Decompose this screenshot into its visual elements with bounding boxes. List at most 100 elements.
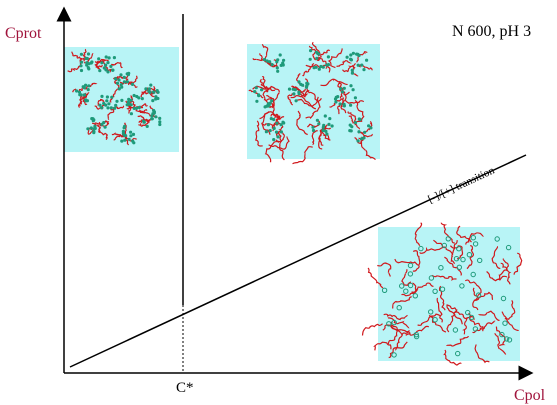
protein-coil [391,352,397,358]
complex-cluster [329,81,357,115]
protein-dot [158,120,162,124]
protein-dot [79,64,83,68]
protein-dot [357,53,361,58]
protein-dot [86,127,90,131]
polymer-chain [501,311,520,331]
polymer-chain [456,225,472,243]
protein-dot [260,88,264,92]
complex-cluster [94,88,125,120]
protein-dot [129,134,133,138]
protein-dot [140,97,144,101]
polymer-chain [405,325,430,336]
protein-dot [132,141,136,145]
protein-coil [470,235,476,241]
polymer-chain [464,279,482,296]
protein-coil [503,336,510,342]
polymer-chain [474,344,490,364]
protein-dot [328,117,332,121]
polymer-strand [341,64,356,73]
protein-coil [468,314,475,321]
protein-dot [338,102,342,106]
polymer-strand [318,129,324,146]
protein-dot [129,112,133,116]
protein-dot [279,123,283,127]
protein-dot [291,87,295,91]
protein-dot [323,114,327,118]
critical-point-label: C* [176,380,194,396]
polymer-strand [336,60,352,67]
protein-dot [253,90,257,94]
protein-dot [135,94,139,99]
polymer-chain [462,316,475,335]
protein-dot [268,129,272,133]
protein-dot [297,90,301,94]
polymer-strand [111,132,127,138]
complex-cluster [248,75,275,109]
protein-dot [339,87,343,91]
protein-dot [106,106,110,110]
protein-dot [353,96,357,100]
protein-dot [362,68,366,72]
polymer-chain [478,310,500,321]
protein-dot [357,130,361,134]
polymer-chain [513,252,523,275]
protein-dot [145,124,149,128]
protein-dot [365,58,369,62]
x-axis-label: Cpol [514,387,546,404]
protein-dot [349,129,353,133]
polymer-strand [109,88,118,103]
protein-dot [275,66,279,70]
protein-dot [132,106,136,110]
protein-dot [276,58,280,62]
protein-coil [407,262,414,269]
protein-dot [355,52,359,56]
protein-dot [358,117,362,122]
protein-dot [152,90,156,94]
protein-dot [311,128,316,133]
protein-dot [79,60,84,64]
polymer-chain [392,296,412,309]
protein-dot [315,118,319,122]
protein-dot [287,87,292,91]
protein-dot [334,100,338,104]
protein-dot [274,130,279,134]
protein-dot [254,86,258,90]
polymer-strand [84,82,98,90]
protein-dot [272,117,276,122]
transition-label: [-]/[+] transition [426,164,497,205]
protein-dot [117,87,121,91]
protein-coil [413,332,419,338]
protein-dot [351,51,355,55]
polymer-chain [428,314,447,333]
protein-dot [348,123,352,127]
protein-dot [134,106,139,110]
protein-dot [119,73,123,77]
protein-coil [396,305,402,311]
polymer-chain [259,111,285,121]
protein-dot [264,130,268,134]
polymer-chain [491,246,501,269]
protein-coil [453,256,460,262]
polymer-chain [438,285,446,311]
polymer-chain [440,222,455,244]
protein-dot [278,53,282,57]
protein-dot [262,57,267,62]
polymer-chain [387,317,410,329]
protein-dot [349,84,353,88]
protein-dot [148,90,152,94]
polymer-chain [472,320,496,334]
protein-dot [109,64,113,68]
protein-dot [120,98,124,102]
protein-coil [439,286,446,292]
protein-dot [92,127,96,131]
protein-coil [418,245,424,252]
protein-dot [363,130,367,134]
polymer-chain [412,250,421,272]
protein-coil [500,295,507,302]
polymer-strand [262,122,280,127]
complex-cluster [67,48,94,73]
protein-dot [327,122,331,126]
protein-dot [325,132,329,136]
protein-dot [86,66,90,70]
polymer-chain [486,271,508,282]
